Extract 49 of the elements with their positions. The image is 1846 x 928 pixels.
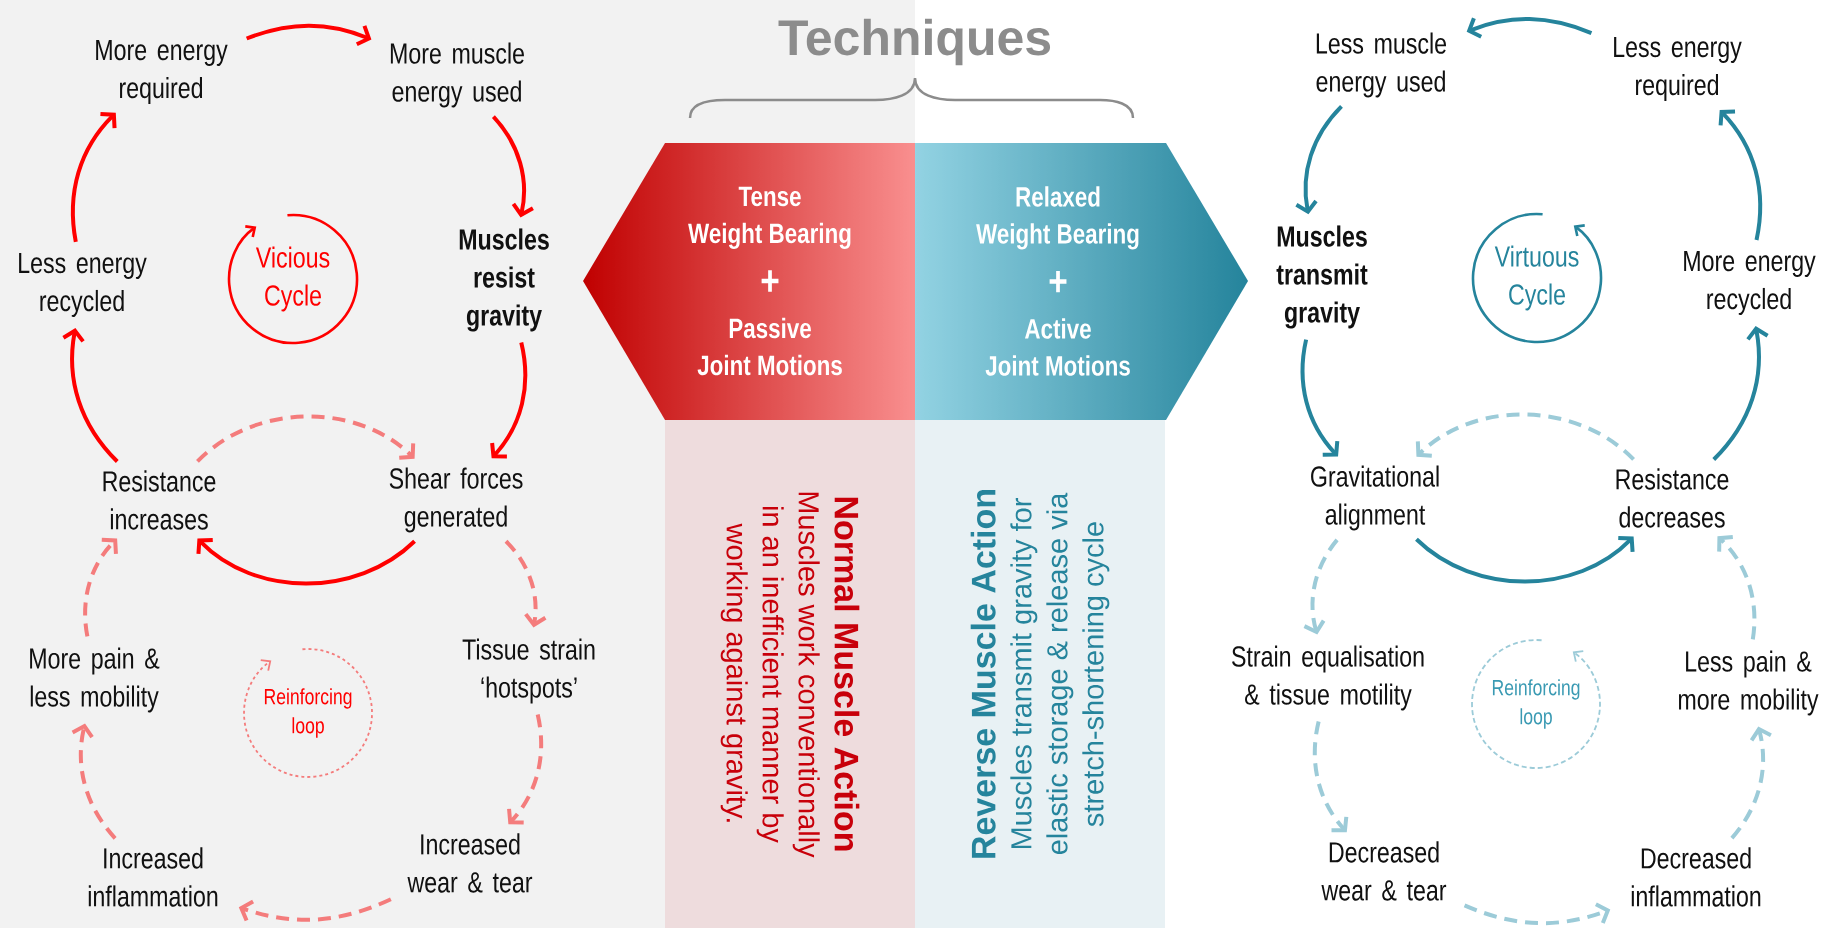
arrow	[1712, 326, 1769, 461]
step-label: More muscle energy used	[390, 42, 524, 108]
arrow	[504, 539, 547, 628]
arrow	[1295, 105, 1343, 215]
step-label: Muscles resist gravity	[459, 228, 549, 332]
arrow	[1466, 17, 1593, 39]
arrow	[1415, 535, 1635, 584]
hexagon-half: Tense Weight Bearing + Passive Joint Motions	[688, 186, 851, 376]
arrow	[491, 115, 534, 218]
arrow	[1300, 339, 1340, 457]
arrow	[83, 537, 118, 637]
step-label: Less muscle energy used	[1316, 32, 1447, 98]
step-label: Increased inflammation	[88, 847, 218, 907]
arrow	[1303, 538, 1339, 635]
step-label: Increased wear & tear	[407, 833, 533, 893]
step-label: Resistance decreases	[1616, 468, 1729, 528]
step-label: Less energy recycled	[19, 253, 147, 317]
text-panel: Normal Muscle Action Muscles work conventionally in an inefficient manner by working against gravity.	[665, 420, 915, 928]
step-label: Decreased inflammation	[1631, 847, 1761, 907]
arrow	[507, 714, 544, 825]
arrow	[1717, 535, 1757, 640]
arrow	[238, 897, 392, 922]
text-panel: Reverse Muscle Action Muscles transmit gravity for elastic storage & release via stretch-shortening cycle	[915, 420, 1165, 928]
step-label: Shear forces generated	[389, 467, 523, 533]
step-label: More pain & less mobility	[30, 647, 160, 713]
step-label: Decreased wear & tear	[1321, 841, 1447, 901]
arrow	[62, 328, 119, 463]
step-label: More energy recycled	[1684, 251, 1816, 315]
arrow	[71, 111, 117, 243]
arrow	[1463, 902, 1611, 926]
arrow	[490, 342, 528, 459]
arrow	[1312, 721, 1349, 833]
step-label: Gravitational alignment	[1311, 465, 1439, 531]
arrow	[196, 537, 416, 586]
arrow	[1730, 726, 1772, 840]
arrow	[196, 414, 416, 463]
title: Techniques	[778, 18, 1051, 66]
step-label: Less energy required	[1614, 37, 1742, 101]
arrow	[1718, 109, 1763, 241]
arrow	[245, 23, 372, 47]
step-label: Muscles transmit gravity	[1276, 225, 1368, 329]
step-label: Resistance increases	[103, 470, 216, 530]
step-label: Tissue strain ‘hotspots’	[462, 638, 595, 704]
arrow	[1415, 412, 1635, 461]
step-label: More energy required	[96, 40, 228, 104]
arrow	[71, 723, 117, 840]
step-label: Less pain & more mobility	[1678, 650, 1819, 716]
hexagon-half: Relaxed Weight Bearing + Active Joint Motions	[976, 186, 1139, 376]
step-label: Strain equalisation & tissue motility	[1232, 645, 1424, 711]
